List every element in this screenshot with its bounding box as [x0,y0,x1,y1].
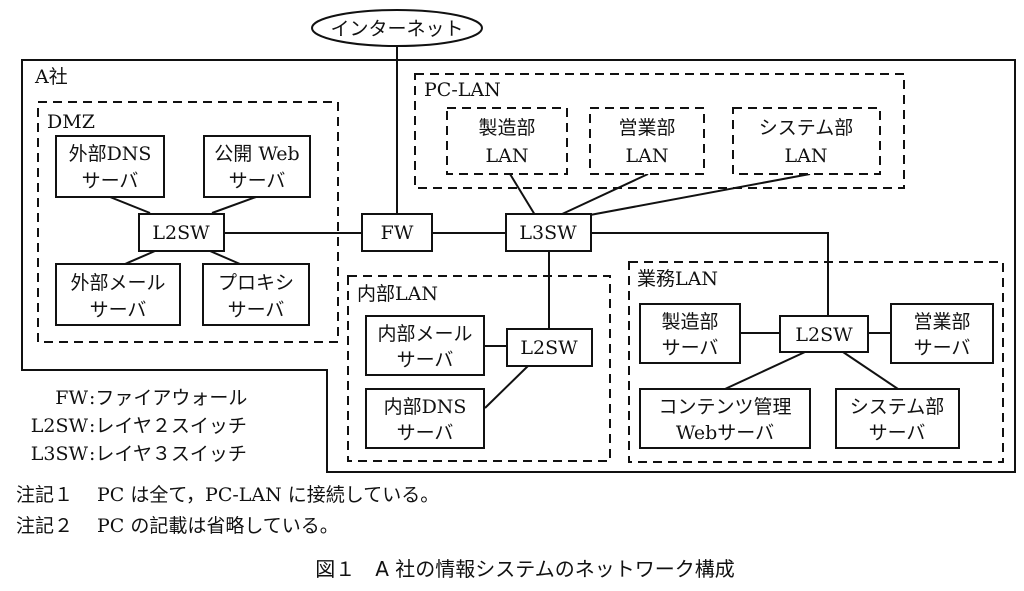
link-l3sw-sales-lan [559,173,649,216]
link-l2sw-extmail [124,250,156,265]
link-biz-l2sw-sys [842,351,899,390]
legend-l2sw-abbr: L2SW [31,415,89,437]
link-l3sw-biz-l2sw [591,232,829,316]
internal-mail-line1: 内部メール [377,323,472,345]
biz-mfg-line1: 製造部 [661,311,718,333]
biz-l2sw-label: L2SW [795,324,853,346]
l3sw-box [505,213,592,252]
pub-web-line2: サーバ [229,170,286,192]
link-extdns-l2sw [109,196,151,214]
link-l2sw-proxy [209,250,241,265]
biz-sales-line1: 営業部 [913,311,970,333]
ext-dns-line2: サーバ [82,170,139,192]
legend-fw-desc: :ファイアウォール [89,387,247,409]
link-internal-l2sw-dns [484,363,531,409]
link-pubweb-l2sw [211,196,257,214]
link-biz-l2sw-content [724,351,806,390]
ext-mail-line1: 外部メール [70,272,165,294]
mfg-lan-line1: 製造部 [478,117,535,139]
proxy-line2: サーバ [228,299,285,321]
internal-lan-area [347,275,611,462]
sys-lan-line1: システム部 [759,117,853,139]
company-label: A社 [34,66,68,88]
figure-caption: 図１ A 社の情報システムのネットワーク構成 [315,557,734,581]
dmz-l2sw-label: L2SW [152,222,210,244]
fw-label: FW [381,222,414,244]
ext-dns-server-box [55,135,165,198]
content-web-line1: コンテンツ管理 [658,396,791,418]
dmz-label: DMZ [47,111,95,133]
dmz-l2sw-box [138,213,225,252]
pc-lan-label: PC-LAN [424,79,501,101]
note2-text: PC の記載は省略している。 [97,515,339,537]
internet-label: インターネット [330,18,463,40]
note1-label: 注記１ [16,484,73,506]
link-l3sw-mfg-lan [509,173,536,216]
dmz-area [37,101,339,343]
company-boundary [21,59,1016,473]
sales-lan-line1: 営業部 [618,117,675,139]
pub-web-server-box [203,135,311,198]
pc-lan-area [414,73,905,189]
biz-l2sw-box [779,315,869,353]
internal-l2sw-label: L2SW [520,337,578,359]
ext-mail-server-box [55,263,181,326]
proxy-server-box [202,263,310,326]
l3sw-label: L3SW [519,222,577,244]
sales-lan-line2: LAN [626,145,669,167]
biz-sys-server-box [835,388,960,449]
internal-lan-label: 内部LAN [357,283,438,305]
biz-mfg-server-box [639,303,741,364]
legend-l3sw-desc: :レイヤ３スイッチ [89,443,247,465]
biz-lan-label: 業務LAN [637,268,718,290]
sys-lan-box [732,107,881,175]
legend-l2sw-desc: :レイヤ２スイッチ [89,415,247,437]
content-web-server-box [639,388,811,449]
internal-mail-server-box [365,315,485,376]
note2-label: 注記２ [16,515,73,537]
link-l3sw-sys-lan [589,173,811,216]
content-web-line2: Webサーバ [676,422,774,444]
internal-dns-line1: 内部DNS [384,396,467,418]
ext-mail-line2: サーバ [90,299,147,321]
biz-sales-line2: サーバ [914,337,971,359]
mfg-lan-line2: LAN [486,145,529,167]
sys-lan-line2: LAN [785,145,828,167]
fw-box [361,213,433,252]
internal-mail-line2: サーバ [397,349,454,371]
biz-sys-line1: システム部 [850,396,944,418]
biz-sales-server-box [890,303,994,364]
internal-dns-line2: サーバ [397,422,454,444]
legend-l3sw-abbr: L3SW [31,443,89,465]
biz-sys-line2: サーバ [869,422,926,444]
pub-web-line1: 公開 Web [214,143,299,165]
biz-lan-area [628,261,1004,463]
biz-mfg-line2: サーバ [662,337,719,359]
internal-l2sw-box [506,328,593,367]
note1-text: PC は全て，PC-LAN に接続している。 [97,484,439,506]
sales-lan-box [589,107,705,175]
ext-dns-line1: 外部DNS [69,143,152,165]
mfg-lan-box [446,107,568,175]
proxy-line1: プロキシ [218,272,294,294]
internal-dns-server-box [365,388,485,449]
legend-fw-abbr: FW [55,387,88,409]
